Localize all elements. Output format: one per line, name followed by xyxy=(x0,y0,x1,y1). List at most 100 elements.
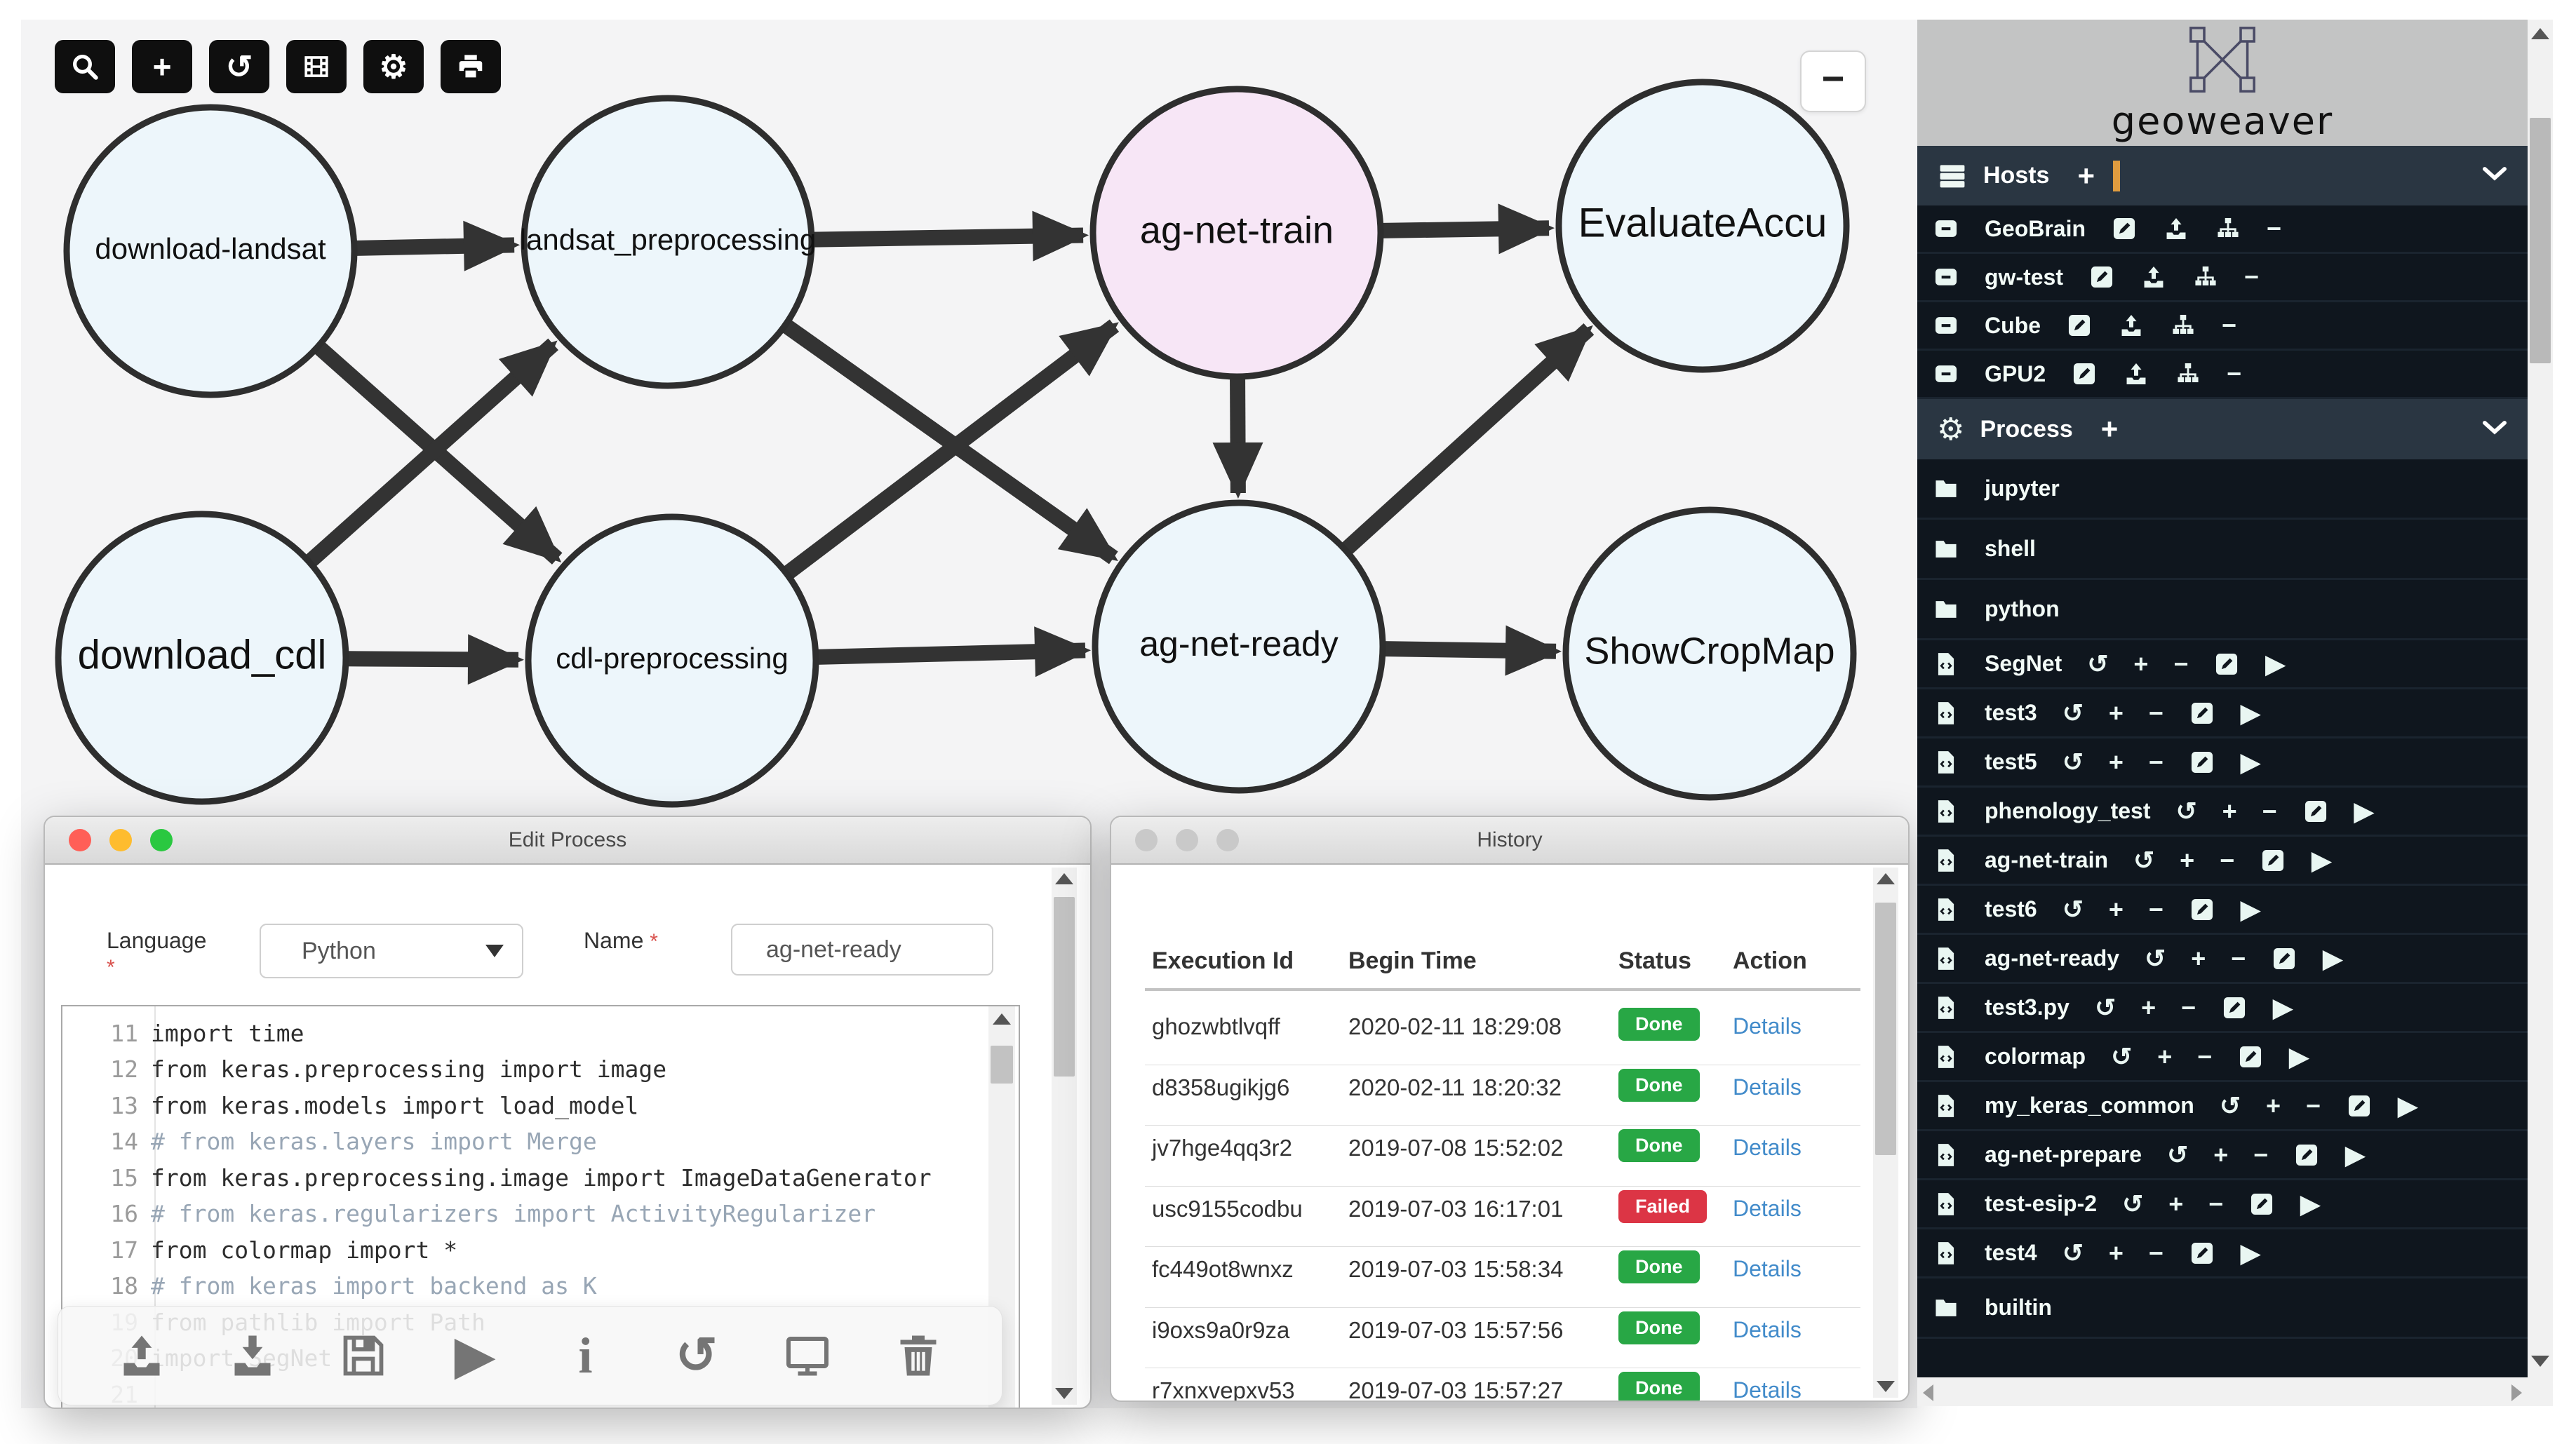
sidebar-scrollbar[interactable] xyxy=(2528,20,2553,1406)
sidebar-horizontal-scrollbar[interactable] xyxy=(1917,1377,2528,1406)
process-row-my_keras_common[interactable]: my_keras_common↺+−▶ xyxy=(1917,1082,2528,1131)
sitemap-icon[interactable] xyxy=(2170,312,2196,339)
history-icon[interactable]: ↺ xyxy=(2062,747,2084,776)
edit-icon[interactable] xyxy=(2189,896,2215,923)
add-icon[interactable]: + xyxy=(2168,1189,2184,1218)
run-icon[interactable]: ▶ xyxy=(2289,1041,2309,1071)
run-icon[interactable]: ▶ xyxy=(2300,1189,2320,1218)
workflow-node-EvaluateAccu[interactable]: EvaluateAccu xyxy=(1555,79,1850,373)
add-icon[interactable]: + xyxy=(2133,649,2149,678)
history-icon[interactable]: ↺ xyxy=(2133,845,2155,875)
add-icon[interactable]: + xyxy=(2222,796,2237,825)
language-select[interactable]: Python xyxy=(260,924,523,978)
scroll-up-icon[interactable] xyxy=(993,1013,1011,1025)
edit-icon[interactable] xyxy=(2189,1240,2215,1267)
remove-icon[interactable]: − xyxy=(2208,1189,2224,1218)
history-icon[interactable]: ↺ xyxy=(2111,1041,2133,1071)
add-icon[interactable]: + xyxy=(2108,1238,2124,1267)
run-icon[interactable]: ▶ xyxy=(2240,1238,2260,1267)
remove-icon[interactable]: − xyxy=(2148,747,2164,776)
add-icon[interactable]: + xyxy=(2108,698,2124,727)
dialog-scrollbar-thumb[interactable] xyxy=(1054,897,1075,1077)
scroll-right-icon[interactable] xyxy=(2511,1384,2522,1401)
scroll-up-icon[interactable] xyxy=(2531,28,2549,39)
sidebar-scrollbar-thumb[interactable] xyxy=(2530,118,2551,363)
details-link[interactable]: Details xyxy=(1733,1074,1802,1100)
add-icon[interactable]: + xyxy=(2191,943,2206,973)
edit-host-icon[interactable] xyxy=(2088,264,2115,290)
edit-icon[interactable] xyxy=(2293,1142,2320,1168)
folder-row-python[interactable]: python xyxy=(1917,580,2528,640)
remove-icon[interactable]: − xyxy=(2220,845,2235,875)
download-process-button[interactable] xyxy=(221,1324,284,1387)
add-icon[interactable]: + xyxy=(2180,845,2195,875)
run-icon[interactable]: ▶ xyxy=(2265,649,2286,678)
history-icon[interactable]: ↺ xyxy=(2094,992,2117,1022)
remove-icon[interactable]: − xyxy=(2148,698,2164,727)
add-button[interactable]: + xyxy=(132,40,192,93)
print-button[interactable] xyxy=(441,40,501,93)
workflow-node-ag-net-train[interactable]: ag-net-train xyxy=(1089,86,1384,380)
folder-row-shell[interactable]: shell xyxy=(1917,520,2528,580)
history-scrollbar-thumb[interactable] xyxy=(1875,903,1896,1155)
upload-icon[interactable] xyxy=(2140,264,2167,290)
details-link[interactable]: Details xyxy=(1733,1135,1802,1160)
add-icon[interactable]: + xyxy=(2141,992,2156,1022)
edit-process-titlebar[interactable]: Edit Process xyxy=(45,817,1090,865)
process-row-SegNet[interactable]: SegNet↺+−▶ xyxy=(1917,640,2528,689)
history-scrollbar[interactable] xyxy=(1873,868,1898,1398)
zoom-out-button[interactable]: − xyxy=(1800,50,1866,112)
history-process-button[interactable]: ↺ xyxy=(665,1324,728,1387)
chevron-down-icon[interactable] xyxy=(2483,167,2507,184)
edit-icon[interactable] xyxy=(2237,1044,2264,1070)
edit-icon[interactable] xyxy=(2346,1093,2373,1119)
run-icon[interactable]: ▶ xyxy=(2323,943,2342,973)
process-section-header[interactable]: ⚙ Process + xyxy=(1917,399,2528,459)
workflow-node-download_cdl[interactable]: download_cdl xyxy=(55,511,349,805)
run-icon[interactable]: ▶ xyxy=(2398,1091,2417,1120)
maximize-window-button[interactable] xyxy=(1216,829,1239,851)
details-link[interactable]: Details xyxy=(1733,1377,1802,1402)
add-process-button[interactable]: + xyxy=(2100,412,2119,445)
history-icon[interactable]: ↺ xyxy=(2062,1238,2084,1267)
history-icon[interactable]: ↺ xyxy=(2145,943,2166,973)
history-icon[interactable]: ↺ xyxy=(2087,649,2109,678)
run-icon[interactable]: ▶ xyxy=(2273,992,2293,1022)
sitemap-icon[interactable] xyxy=(2175,360,2201,387)
process-row-test5[interactable]: test5↺+−▶ xyxy=(1917,738,2528,788)
edit-host-icon[interactable] xyxy=(2066,312,2093,339)
remove-icon[interactable]: − xyxy=(2148,894,2164,924)
search-button[interactable] xyxy=(55,40,115,93)
run-icon[interactable]: ▶ xyxy=(2240,747,2260,776)
history-icon[interactable]: ↺ xyxy=(2122,1189,2144,1218)
close-window-button[interactable] xyxy=(69,829,91,851)
workflow-node-ag-net-ready[interactable]: ag-net-ready xyxy=(1092,499,1386,794)
workflow-node-cdl-preprocessing[interactable]: cdl-preprocessing xyxy=(525,513,819,808)
history-icon[interactable]: ↺ xyxy=(2167,1140,2189,1169)
scroll-up-icon[interactable] xyxy=(1055,873,1073,884)
scroll-left-icon[interactable] xyxy=(1923,1384,1933,1401)
add-icon[interactable]: + xyxy=(2157,1041,2173,1071)
process-row-colormap[interactable]: colormap↺+−▶ xyxy=(1917,1033,2528,1082)
history-icon[interactable]: ↺ xyxy=(2175,796,2197,825)
add-host-button[interactable]: + xyxy=(2077,158,2095,192)
details-link[interactable]: Details xyxy=(1733,1195,1802,1221)
remove-icon[interactable]: − xyxy=(2197,1041,2213,1071)
settings-button[interactable]: ⚙ xyxy=(363,40,424,93)
edit-icon[interactable] xyxy=(2248,1191,2275,1217)
add-icon[interactable]: + xyxy=(2108,747,2124,776)
process-name-input[interactable] xyxy=(731,924,993,976)
process-row-test3.py[interactable]: test3.py↺+−▶ xyxy=(1917,984,2528,1033)
close-window-button[interactable] xyxy=(1135,829,1158,851)
remove-icon[interactable]: − xyxy=(2253,1140,2269,1169)
save-process-button[interactable] xyxy=(332,1324,395,1387)
edit-icon[interactable] xyxy=(2271,945,2297,972)
process-row-test-esip-2[interactable]: test-esip-2↺+−▶ xyxy=(1917,1180,2528,1229)
film-button[interactable] xyxy=(286,40,347,93)
remove-icon[interactable]: − xyxy=(2306,1091,2321,1120)
host-row-GeoBrain[interactable]: GeoBrain− xyxy=(1917,205,2528,254)
remove-icon[interactable]: − xyxy=(2231,943,2246,973)
scroll-up-icon[interactable] xyxy=(1877,873,1895,884)
hosts-section-header[interactable]: Hosts + xyxy=(1917,146,2528,205)
remove-icon[interactable]: − xyxy=(2148,1238,2164,1267)
